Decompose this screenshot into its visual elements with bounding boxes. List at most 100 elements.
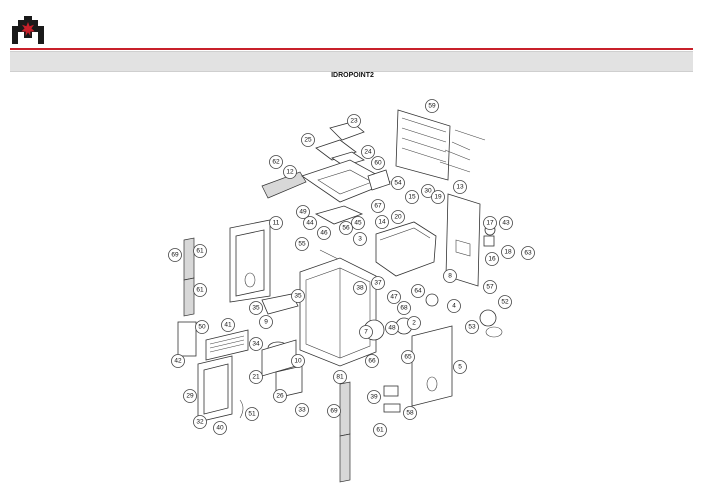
callout-58: 58 <box>403 406 417 420</box>
callout-23: 23 <box>347 114 361 128</box>
callout-57: 57 <box>483 280 497 294</box>
callout-circle <box>195 320 209 334</box>
callout-number: 2 <box>412 320 416 327</box>
callout-circle <box>168 248 182 262</box>
callout-14: 14 <box>375 215 389 229</box>
callout-17: 17 <box>483 216 497 230</box>
callout-number: 39 <box>370 394 378 401</box>
callout-number: 61 <box>376 427 384 434</box>
callout-circle <box>365 354 379 368</box>
callout-number: 13 <box>456 184 464 191</box>
callout-43: 43 <box>499 216 513 230</box>
callout-number: 50 <box>198 324 206 331</box>
callout-circle <box>431 190 445 204</box>
callout-46: 46 <box>317 226 331 240</box>
callout-circle <box>269 155 283 169</box>
callout-circle <box>221 318 235 332</box>
callout-62: 62 <box>269 155 283 169</box>
callout-circle <box>296 205 310 219</box>
callout-circle <box>245 407 259 421</box>
callout-circle <box>359 325 373 339</box>
callout-42: 42 <box>171 354 185 368</box>
callout-circle <box>453 180 467 194</box>
callout-25: 25 <box>301 133 315 147</box>
callout-21: 21 <box>249 370 263 384</box>
callout-circle <box>353 281 367 295</box>
callout-number: 34 <box>252 341 260 348</box>
callout-35: 35 <box>291 289 305 303</box>
callout-circle <box>373 423 387 437</box>
callout-circle <box>367 390 381 404</box>
callout-35: 35 <box>249 301 263 315</box>
callout-number: 12 <box>286 169 294 176</box>
callout-number: 4 <box>452 303 456 310</box>
callout-54: 54 <box>391 176 405 190</box>
callout-81: 81 <box>333 370 347 384</box>
callout-number: 51 <box>248 411 256 418</box>
callout-circle <box>347 114 361 128</box>
callout-number: 42 <box>174 358 182 365</box>
callout-number: 56 <box>342 225 350 232</box>
callout-49: 49 <box>296 205 310 219</box>
callout-61: 61 <box>193 244 207 258</box>
callout-29: 29 <box>183 389 197 403</box>
callout-circle <box>483 280 497 294</box>
callout-circle <box>339 221 353 235</box>
callout-circle <box>351 216 365 230</box>
callout-circle <box>295 403 309 417</box>
callout-41: 41 <box>221 318 235 332</box>
callout-circle <box>291 354 305 368</box>
callout-circle <box>193 244 207 258</box>
callout-number: 10 <box>294 358 302 365</box>
callout-circle <box>317 226 331 240</box>
callout-number: 21 <box>252 374 260 381</box>
callout-9: 9 <box>259 315 273 329</box>
callout-65: 65 <box>401 350 415 364</box>
callout-circle <box>249 301 263 315</box>
callout-number: 59 <box>428 103 436 110</box>
callout-number: 16 <box>488 256 496 263</box>
callout-circle <box>249 337 263 351</box>
diagram-title: IDROPOINT2 <box>331 72 374 79</box>
callout-number: 29 <box>186 393 194 400</box>
callout-39: 39 <box>367 390 381 404</box>
callout-circle <box>443 269 457 283</box>
callout-circle <box>283 165 297 179</box>
callout-16: 16 <box>485 252 499 266</box>
callout-number: 35 <box>294 293 302 300</box>
callout-10: 10 <box>291 354 305 368</box>
callout-circle <box>269 216 283 230</box>
callout-number: 65 <box>404 354 412 361</box>
callout-38: 38 <box>353 281 367 295</box>
callout-63: 63 <box>521 246 535 260</box>
callout-34: 34 <box>249 337 263 351</box>
callout-circle <box>353 232 367 246</box>
callout-18: 18 <box>501 245 515 259</box>
callout-number: 32 <box>196 419 204 426</box>
callout-number: 7 <box>364 329 368 336</box>
callout-number: 49 <box>299 209 307 216</box>
callout-circle <box>193 415 207 429</box>
callout-layer: 5923252462126054301915134944465645671420… <box>168 99 535 437</box>
callout-64: 64 <box>411 284 425 298</box>
callout-number: 3 <box>358 236 362 243</box>
callout-number: 48 <box>388 325 396 332</box>
callout-number: 67 <box>374 203 382 210</box>
callout-circle <box>499 216 513 230</box>
callout-circle <box>407 316 421 330</box>
callout-circle <box>371 156 385 170</box>
callout-circle <box>397 301 411 315</box>
callout-60: 60 <box>371 156 385 170</box>
callout-number: 24 <box>364 149 372 156</box>
callout-number: 66 <box>368 358 376 365</box>
callout-number: 45 <box>354 220 362 227</box>
callout-number: 58 <box>406 410 414 417</box>
callout-circle <box>249 370 263 384</box>
callout-19: 19 <box>431 190 445 204</box>
callout-circle <box>498 295 512 309</box>
callout-15: 15 <box>405 190 419 204</box>
callout-56: 56 <box>339 221 353 235</box>
callout-number: 61 <box>196 287 204 294</box>
callout-number: 30 <box>424 188 432 195</box>
